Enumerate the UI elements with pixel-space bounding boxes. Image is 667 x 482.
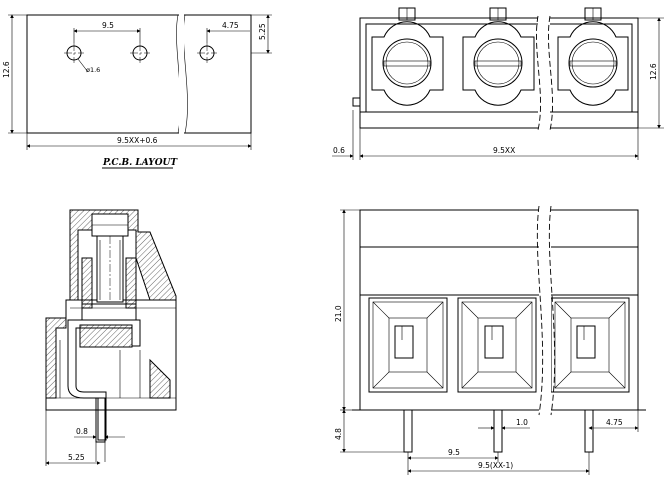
pcb-dim-pitch: 9.5 <box>102 21 114 30</box>
pcb-dim-width: 9.5XX+0.6 <box>117 136 158 145</box>
pcb-dim-height: 12.6 <box>2 61 11 78</box>
pcb-hole-3 <box>197 43 217 63</box>
front-opening-1 <box>368 297 448 393</box>
pcb-layout-title: P.C.B. LAYOUT <box>102 158 178 168</box>
side-section-view: 0.8 5.25 <box>45 209 177 466</box>
front-opening-2 <box>457 297 537 393</box>
top-screw-1 <box>371 21 444 106</box>
front-dim-pin-length: 4.8 <box>334 428 343 440</box>
front-dim-pitch: 9.5 <box>448 448 460 457</box>
pcb-dim-row-offset: 5.25 <box>258 23 267 40</box>
front-dim-pin-width: 1.0 <box>516 418 528 427</box>
top-screw-3 <box>557 21 629 106</box>
front-opening-3 <box>550 297 630 393</box>
pcb-hole-1 <box>64 43 84 63</box>
top-dim-height: 12.6 <box>649 63 658 80</box>
side-dim-pin: 0.8 <box>76 427 88 436</box>
front-dim-height: 21.0 <box>334 305 343 322</box>
front-view: 21.0 4.8 1.0 4.75 9.5 9.5(XX-1) <box>334 205 646 475</box>
side-dim-pin-offset: 5.25 <box>68 453 85 462</box>
top-view: 12.6 0.6 9.5XX <box>332 7 664 160</box>
front-dim-pin-edge: 4.75 <box>606 418 623 427</box>
front-dim-total: 9.5(XX-1) <box>478 461 513 470</box>
pcb-layout-view: 9.5 4.75 ø1.6 5.25 12.6 9.5XX+0.6 P.C.B.… <box>2 14 272 169</box>
top-dim-offset: 0.6 <box>333 146 345 155</box>
pcb-hole-2 <box>130 43 150 63</box>
pcb-dim-pitch-half: 4.75 <box>222 21 239 30</box>
top-screw-2 <box>462 21 535 106</box>
pcb-dim-hole: ø1.6 <box>86 66 100 74</box>
top-dim-width: 9.5XX <box>493 146 515 155</box>
